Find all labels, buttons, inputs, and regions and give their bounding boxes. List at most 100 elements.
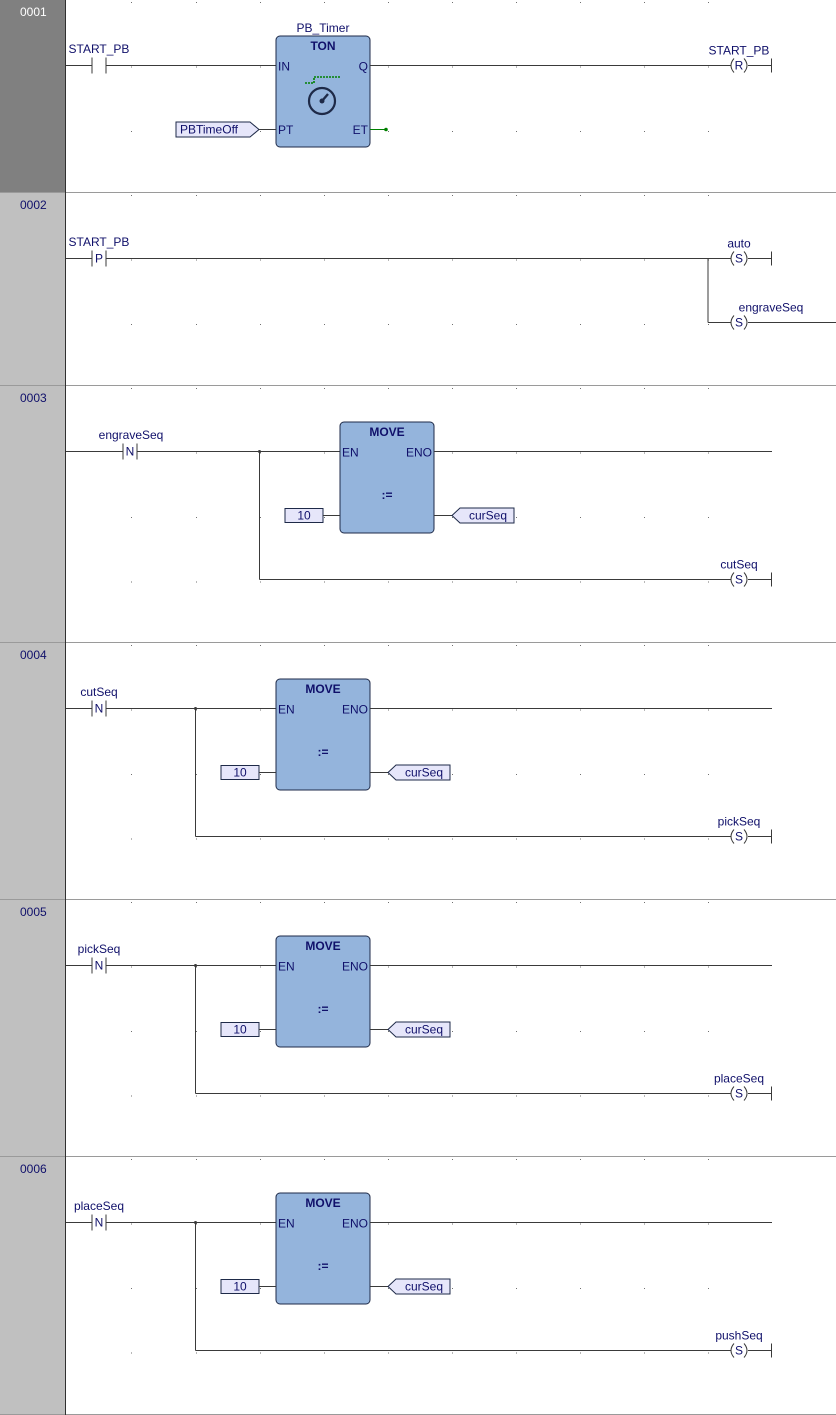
- contact-label[interactable]: pickSeq: [78, 942, 121, 956]
- variable-box[interactable]: [175, 121, 260, 138]
- grid-dot: [452, 388, 453, 389]
- ton-block-body[interactable]: [275, 35, 371, 148]
- variable-box[interactable]: [451, 507, 515, 524]
- network-0001[interactable]: 0001START_PBPB_TimerTONINPTQETPBTimeOffR…: [0, 0, 836, 193]
- network-gutter[interactable]: [0, 0, 66, 193]
- move-output-variable[interactable]: curSeq: [451, 507, 515, 524]
- grid-dot: [708, 581, 709, 583]
- network-gutter[interactable]: [0, 386, 66, 643]
- grid-dot: [131, 1159, 132, 1160]
- move-block-body[interactable]: [275, 935, 371, 1048]
- grid-dot: [131, 517, 132, 518]
- fb-pin-eno: ENO: [342, 1217, 368, 1231]
- move-input-constant[interactable]: 10: [220, 765, 260, 780]
- coil-label[interactable]: START_PB: [709, 44, 770, 58]
- contact-label[interactable]: START_PB: [69, 42, 130, 56]
- network-number[interactable]: 0006: [20, 1162, 47, 1176]
- move-input-constant[interactable]: 10: [220, 1022, 260, 1037]
- coil-left-arc: [730, 1343, 735, 1358]
- network-number[interactable]: 0004: [20, 648, 47, 662]
- network-gutter[interactable]: [0, 1157, 66, 1415]
- coil-label[interactable]: cutSeq: [720, 558, 757, 572]
- network-number[interactable]: 0005: [20, 905, 47, 919]
- coil-label[interactable]: pushSeq: [715, 1329, 762, 1343]
- variable-box[interactable]: [387, 764, 451, 781]
- fb-pin-pt: PT: [278, 123, 294, 137]
- pt-input-variable[interactable]: PBTimeOff: [175, 121, 260, 138]
- grid-dot: [452, 66, 453, 68]
- grid-dot: [580, 517, 581, 518]
- grid-dot: [708, 195, 709, 196]
- coil-label[interactable]: auto: [727, 237, 751, 251]
- move-block-body[interactable]: [339, 421, 435, 534]
- grid-dot: [388, 66, 389, 68]
- grid-dot: [452, 131, 453, 132]
- move-input-constant[interactable]: 10: [284, 508, 324, 523]
- move-block-body[interactable]: [275, 678, 371, 791]
- grid-dot: [708, 774, 709, 775]
- fb-operator: :=: [381, 488, 392, 502]
- grid-dot: [644, 131, 645, 132]
- grid-dot: [580, 259, 581, 261]
- grid-dot: [324, 452, 325, 454]
- network-number[interactable]: 0001: [20, 5, 47, 19]
- grid-dot: [196, 1288, 197, 1289]
- et-output-dot: [384, 127, 388, 132]
- network-gutter[interactable]: [0, 643, 66, 900]
- coil-label[interactable]: pickSeq: [718, 815, 761, 829]
- coil-label[interactable]: engraveSeq: [739, 301, 804, 315]
- network-gutter[interactable]: [0, 900, 66, 1157]
- grid-dot: [644, 1095, 645, 1097]
- grid-dot: [260, 1288, 261, 1289]
- contact-label[interactable]: engraveSeq: [99, 428, 164, 442]
- grid-dot: [131, 1031, 132, 1032]
- fb-pin-in: IN: [278, 60, 290, 74]
- contact-START_PB[interactable]: START_PB: [69, 42, 130, 74]
- move-output-variable[interactable]: curSeq: [387, 764, 451, 781]
- variable-box[interactable]: [387, 1021, 451, 1038]
- contact-label[interactable]: START_PB: [69, 235, 130, 249]
- move-output-variable[interactable]: curSeq: [387, 1021, 451, 1038]
- coil-label[interactable]: placeSeq: [714, 1072, 764, 1086]
- contact-label[interactable]: placeSeq: [74, 1199, 124, 1213]
- grid-dot: [516, 966, 517, 968]
- variable-box[interactable]: [387, 1278, 451, 1295]
- move-input-constant[interactable]: 10: [220, 1279, 260, 1294]
- fb-pin-q: Q: [359, 60, 368, 74]
- fb-instance-name[interactable]: PB_Timer: [297, 21, 350, 35]
- grid-dot: [516, 838, 517, 840]
- network-number[interactable]: 0003: [20, 391, 47, 405]
- grid-dot: [580, 966, 581, 968]
- move-block-body[interactable]: [275, 1192, 371, 1305]
- grid-dot: [131, 324, 132, 325]
- network-number[interactable]: 0002: [20, 198, 47, 212]
- grid-dot: [324, 1159, 325, 1160]
- grid-dot: [708, 388, 709, 389]
- move-output-variable[interactable]: curSeq: [387, 1278, 451, 1295]
- contact-label[interactable]: cutSeq: [80, 685, 117, 699]
- network-gutter[interactable]: [0, 193, 66, 386]
- coil-left-arc: [730, 572, 735, 587]
